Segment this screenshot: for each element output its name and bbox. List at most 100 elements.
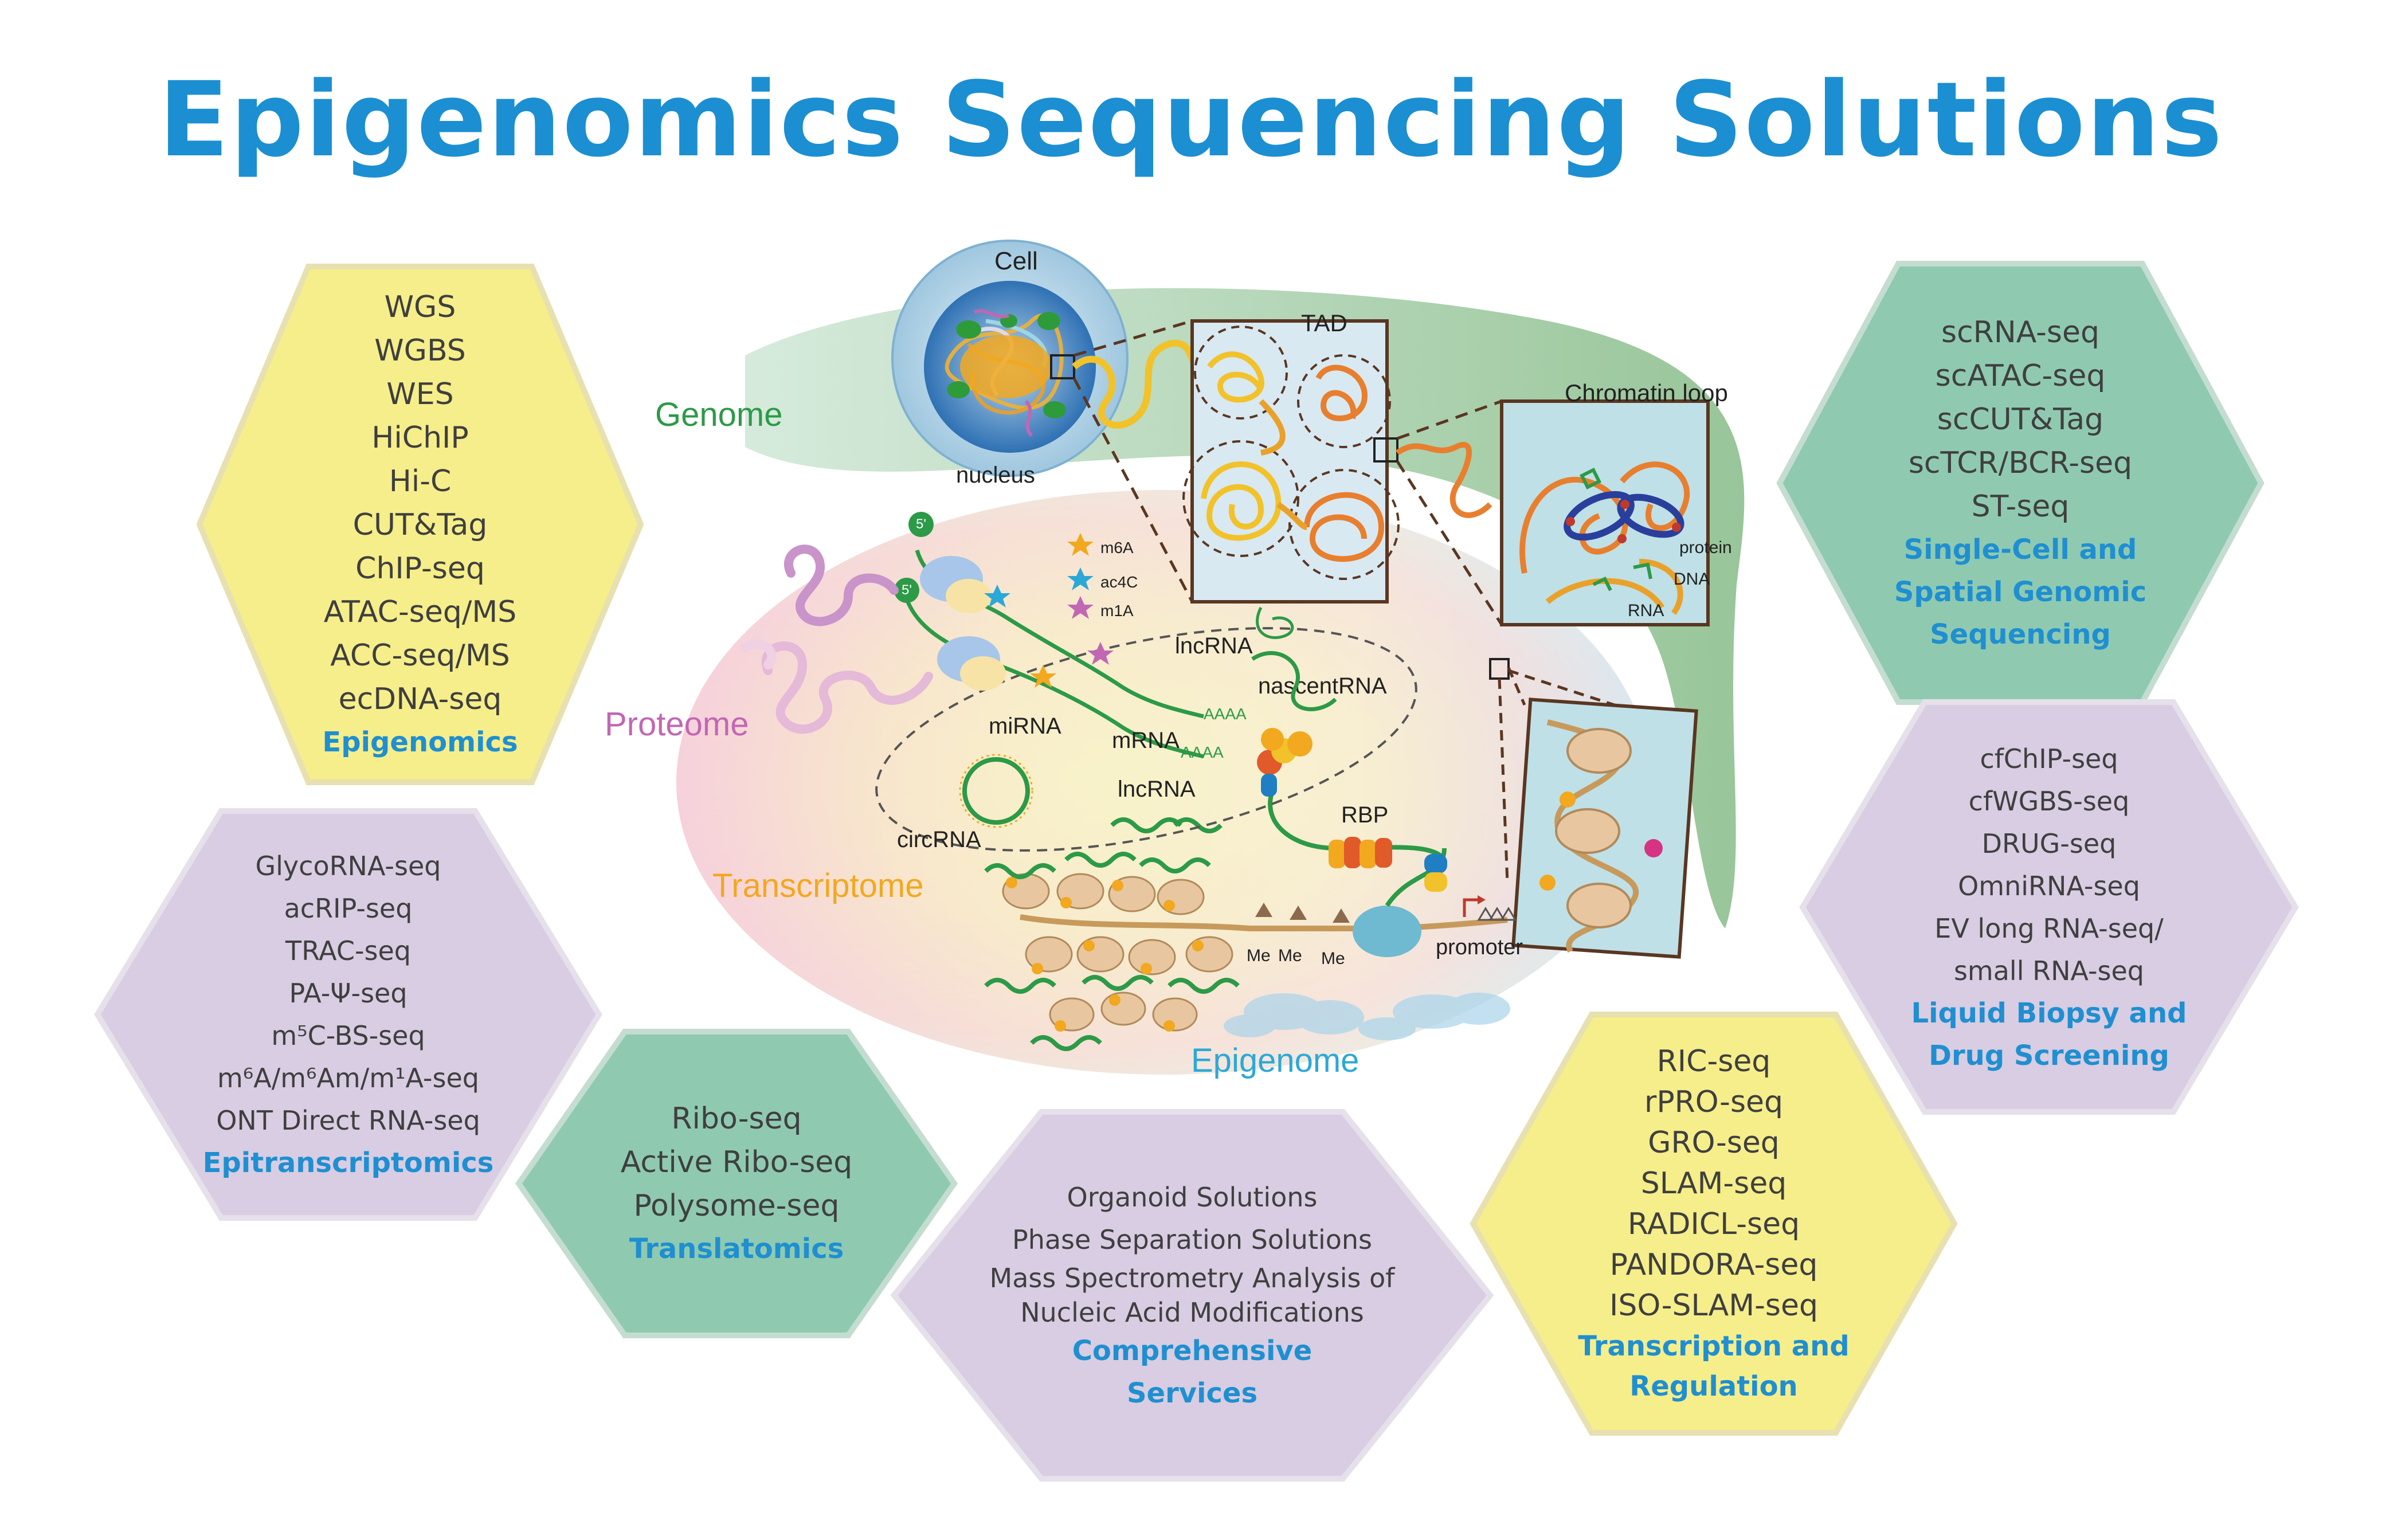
cell-icon	[891, 240, 1129, 477]
item-mass-spectrometry: Mass Spectrometry Analysis of	[989, 1263, 1395, 1294]
mrna-label: mRNA	[1112, 728, 1180, 753]
polya-1: AAAA	[1204, 705, 1247, 723]
item-scrna-seq: scRNA-seq	[1941, 315, 2099, 350]
item-polysome-seq: Polysome-seq	[633, 1189, 840, 1223]
item-trac-seq: TRAC-seq	[285, 935, 412, 966]
item-omnirna-seq: OmniRNA-seq	[1958, 870, 2140, 902]
genome-label: Genome	[655, 396, 782, 433]
item-wes: WES	[386, 377, 454, 412]
proteome-label: Proteome	[605, 706, 749, 743]
protein-chains	[741, 544, 933, 734]
category-liquid-biopsy-2: Drug Screening	[1929, 1039, 2169, 1072]
m6a-legend: m6A	[1100, 539, 1134, 557]
translation-mrna	[894, 512, 1204, 759]
mirna-label: miRNA	[989, 714, 1061, 739]
item-hic: Hi-C	[389, 464, 452, 499]
item-active-ribo-seq: Active Ribo-seq	[620, 1145, 853, 1180]
chromatin-strand	[1072, 339, 1205, 429]
rna-label: RNA	[1628, 601, 1664, 620]
circrna-label: circRNA	[897, 827, 981, 852]
item-cut-tag: CUT&Tag	[352, 508, 488, 542]
lncrna-mid-label: lncRNA	[1118, 777, 1196, 802]
ac4c-legend: ac4C	[1100, 573, 1138, 591]
item-ont-direct-rna-seq: ONT Direct RNA-seq	[216, 1105, 480, 1136]
m1a-legend: m1A	[1100, 602, 1134, 620]
page-title: Epigenomics Sequencing Solutions	[158, 60, 2224, 180]
item-hichip: HiChIP	[371, 421, 469, 455]
circrna-icon	[959, 754, 1033, 828]
category-epigenomics: Epigenomics	[322, 726, 518, 758]
rbp-label: RBP	[1341, 802, 1388, 828]
nucleosome-panel	[1511, 697, 1698, 959]
category-epitranscriptomics: Epitranscriptomics	[202, 1147, 494, 1179]
item-nucleic-acid-modifications: Nucleic Acid Modifications	[1020, 1297, 1364, 1328]
rbp-complex	[1257, 728, 1447, 892]
category-transcription-2: Regulation	[1629, 1370, 1798, 1402]
item-acc-seq: ACC-seq/MS	[330, 638, 510, 673]
item-cfwgbs-seq: cfWGBS-seq	[1968, 785, 2130, 817]
category-single-cell-1: Single-Cell and	[1903, 533, 2137, 566]
item-pandora-seq: PANDORA-seq	[1609, 1247, 1818, 1282]
lncrna-top-label: lncRNA	[1175, 633, 1253, 659]
item-scatac-seq: scATAC-seq	[1935, 358, 2106, 393]
nascentrna-label: nascentRNA	[1258, 673, 1387, 699]
item-small-rna-seq: small RNA-seq	[1953, 955, 2145, 986]
hex-epigenomics: WGS WGBS WES HiChIP Hi-C CUT&Tag ChIP-se…	[196, 264, 644, 785]
promoter-label: promoter	[1436, 935, 1523, 959]
tad-label: TAD	[1301, 309, 1347, 336]
item-phase-separation: Phase Separation Solutions	[1012, 1224, 1373, 1255]
five-prime-1: 5'	[916, 516, 926, 532]
item-drug-seq: DRUG-seq	[1981, 828, 2117, 859]
item-chip-seq: ChIP-seq	[355, 551, 485, 586]
me-mark-1: Me	[1247, 946, 1271, 965]
category-transcription-1: Transcription and	[1578, 1330, 1850, 1362]
item-atac-seq: ATAC-seq/MS	[323, 595, 517, 629]
category-comprehensive-2: Services	[1126, 1377, 1258, 1409]
category-comprehensive-1: Comprehensive	[1072, 1335, 1313, 1367]
item-st-seq: ST-seq	[1971, 489, 2070, 524]
item-wgbs: WGBS	[374, 334, 466, 368]
tad-panel	[1182, 319, 1400, 604]
item-ev-long-rna-seq: EV long RNA-seq/	[1934, 912, 2164, 944]
cloud-decoration	[1224, 993, 1510, 1040]
item-sctcr-bcr-seq: scTCR/BCR-seq	[1908, 445, 2133, 480]
protein-label: protein	[1679, 538, 1732, 557]
category-translatomics: Translatomics	[629, 1233, 844, 1265]
category-single-cell-2: Spatial Genomic	[1894, 575, 2147, 608]
me-mark-2: Me	[1278, 946, 1302, 965]
five-prime-2: 5'	[902, 582, 912, 598]
item-slam-seq: SLAM-seq	[1640, 1166, 1787, 1201]
me-mark-3: Me	[1321, 949, 1345, 968]
item-ribo-seq: Ribo-seq	[671, 1102, 802, 1136]
hex-transcription: RIC-seq rPRO-seq GRO-seq SLAM-seq RADICL…	[1470, 1012, 1958, 1436]
hex-single-cell: scRNA-seq scATAC-seq scCUT&Tag scTCR/BCR…	[1776, 261, 2265, 705]
epigenome-label: Epigenome	[1191, 1042, 1359, 1079]
item-organoid-solutions: Organoid Solutions	[1067, 1182, 1318, 1213]
hex-liquid-biopsy: cfChIP-seq cfWGBS-seq DRUG-seq OmniRNA-s…	[1799, 699, 2299, 1115]
item-radicl-seq: RADICL-seq	[1627, 1206, 1800, 1241]
hex-comprehensive: Organoid Solutions Phase Separation Solu…	[890, 1109, 1494, 1482]
item-wgs: WGS	[384, 290, 456, 324]
item-sccut-tag: scCUT&Tag	[1937, 402, 2104, 437]
item-rpro-seq: rPRO-seq	[1644, 1084, 1784, 1119]
hex-epitranscriptomics: GlycoRNA-seq acRIP-seq TRAC-seq PA-Ψ-seq…	[94, 808, 602, 1221]
item-gro-seq: GRO-seq	[1648, 1125, 1780, 1160]
category-liquid-biopsy-1: Liquid Biopsy and	[1911, 997, 2187, 1029]
polya-2: AAAA	[1181, 743, 1224, 761]
item-pa-psi-seq: PA-Ψ-seq	[289, 978, 408, 1009]
cell-label: Cell	[994, 247, 1038, 275]
item-ric-seq: RIC-seq	[1656, 1044, 1771, 1079]
chromatin-fibers	[984, 817, 1517, 1051]
chromatin-loop-label: Chromatin loop	[1565, 379, 1728, 406]
item-cfchip-seq: cfChIP-seq	[1980, 743, 2118, 774]
item-m6a-seq: m⁶A/m⁶Am/m¹A-seq	[217, 1063, 479, 1094]
ncrna-region	[875, 627, 1417, 852]
chromatin-loop-panel	[1500, 399, 1710, 626]
transcriptome-label: Transcriptome	[712, 867, 924, 904]
item-m5c-bs-seq: m⁵C-BS-seq	[271, 1020, 425, 1051]
hex-translatomics: Ribo-seq Active Ribo-seq Polysome-seq Tr…	[515, 1029, 958, 1338]
item-acrip-seq: acRIP-seq	[284, 893, 413, 924]
item-iso-slam-seq: ISO-SLAM-seq	[1609, 1288, 1818, 1323]
dna-label: DNA	[1674, 570, 1710, 589]
